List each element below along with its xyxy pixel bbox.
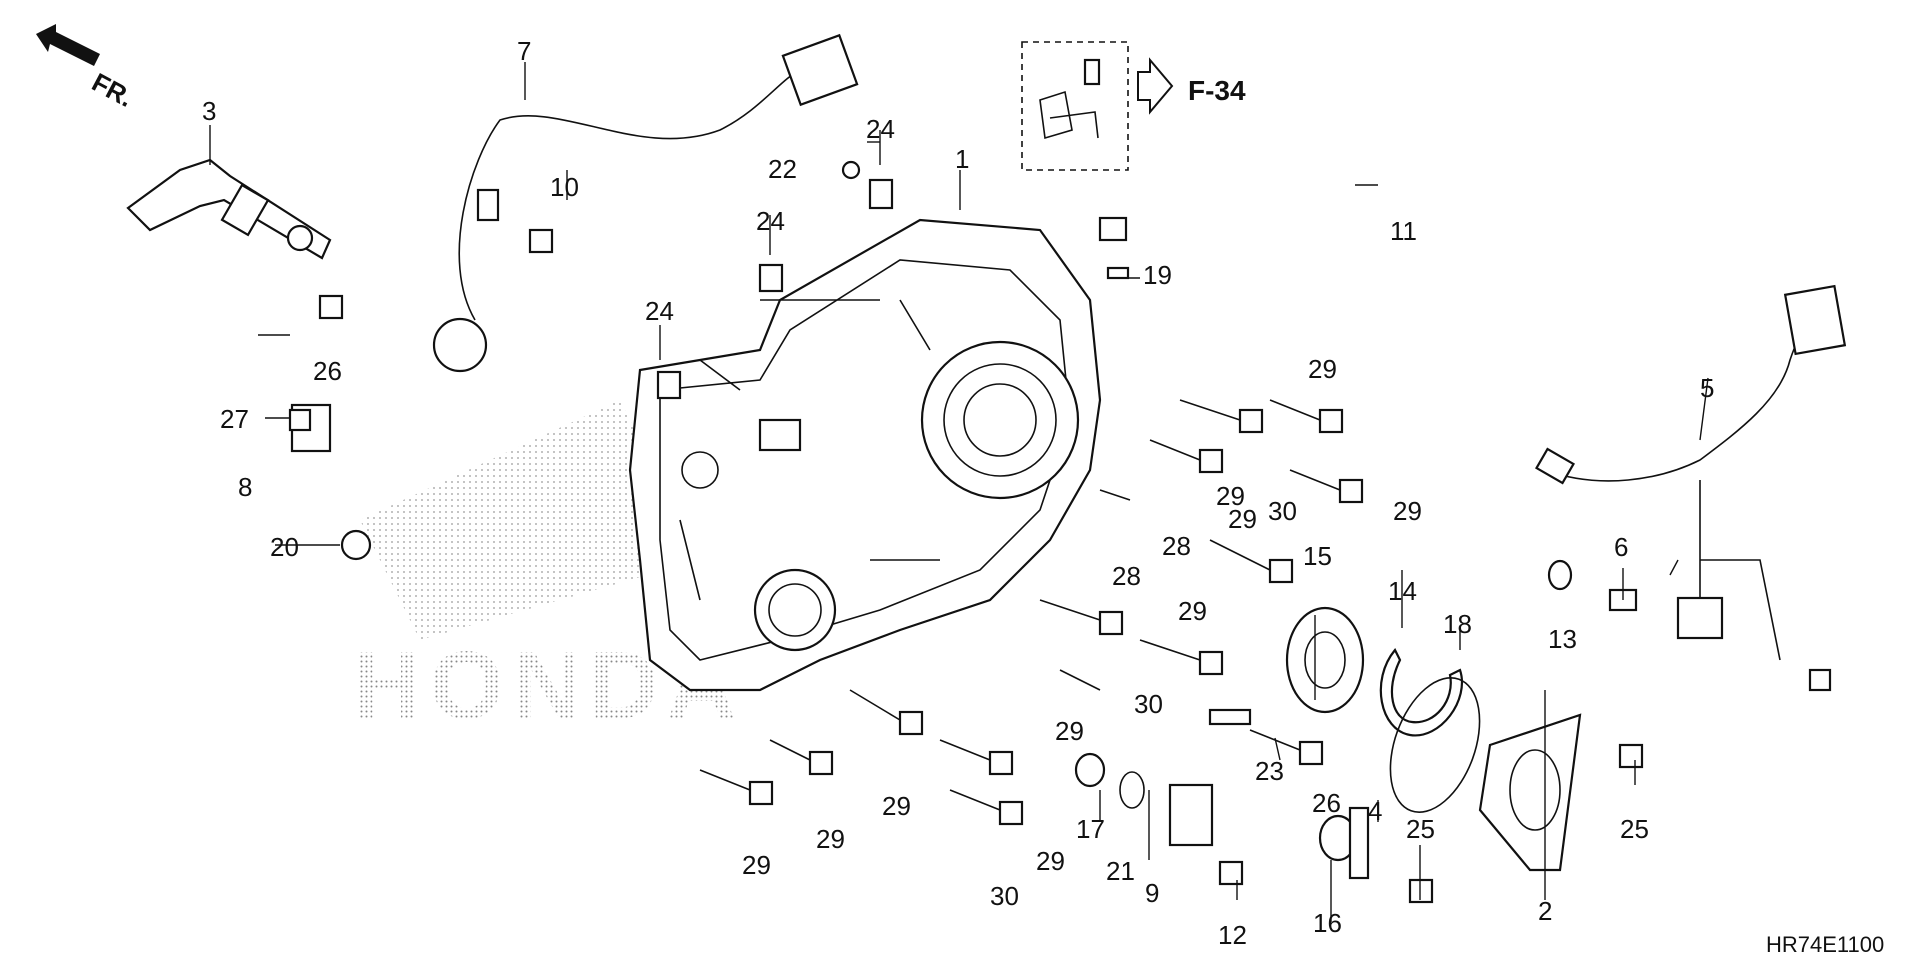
callout-28b: 28: [1112, 561, 1141, 591]
cross-reference-label: F-34: [1188, 75, 1246, 106]
callout-26a: 26: [313, 356, 342, 386]
callout-30a: 30: [1268, 496, 1297, 526]
callout-labels: 1 2 3 4 5 6 7 8 9 10 11 12 13 14 15 16 1…: [202, 36, 1714, 950]
callout-27: 27: [220, 404, 249, 434]
callout-22: 22: [768, 154, 797, 184]
callout-21: 21: [1106, 856, 1135, 886]
callout-26b: 26: [1312, 788, 1341, 818]
callout-29d: 29: [1178, 596, 1207, 626]
callout-11: 11: [1390, 216, 1417, 246]
callout-29g: 29: [816, 824, 845, 854]
callout-12: 12: [1218, 920, 1247, 950]
diagram-code: HR74E1100: [1766, 932, 1884, 957]
callout-9: 9: [1145, 878, 1159, 908]
callout-24b: 24: [756, 206, 785, 236]
callout-17: 17: [1076, 814, 1105, 844]
callout-30c: 30: [990, 881, 1019, 911]
callout-23: 23: [1255, 756, 1284, 786]
callout-29a: 29: [1308, 354, 1337, 384]
callout-29f: 29: [882, 791, 911, 821]
bearing-and-rings: [340, 160, 1582, 872]
callout-15: 15: [1303, 541, 1332, 571]
callout-1: 1: [955, 144, 969, 174]
callout-24a: 24: [866, 114, 895, 144]
watermark: HONDA: [352, 400, 736, 739]
front-direction-label: FR.: [87, 67, 138, 113]
callout-20: 20: [270, 532, 299, 562]
callout-6: 6: [1614, 532, 1628, 562]
callout-30b: 30: [1134, 689, 1163, 719]
rear-crankcase-cover: [628, 218, 1102, 692]
callout-5: 5: [1700, 373, 1714, 403]
front-arrow-icon: [36, 24, 100, 66]
callout-29c: 29: [1393, 496, 1422, 526]
callout-8: 8: [238, 472, 252, 502]
callout-25b: 25: [1620, 814, 1649, 844]
callout-16: 16: [1313, 908, 1342, 938]
callout-7: 7: [517, 36, 531, 66]
flange-bolts: [699, 399, 1341, 811]
cross-reference-f34[interactable]: F-34: [1021, 41, 1246, 171]
gearshift-spindle: [126, 158, 332, 260]
callout-13: 13: [1548, 624, 1577, 654]
callout-29h: 29: [742, 850, 771, 880]
wire-harness-right: [1535, 284, 1847, 661]
front-direction-indicator: FR.: [36, 24, 138, 113]
callout-28a: 28: [1162, 531, 1191, 561]
callout-4: 4: [1368, 796, 1382, 826]
callout-3: 3: [202, 96, 216, 126]
callout-10: 10: [550, 172, 579, 202]
callout-29b: 29: [1216, 481, 1245, 511]
reference-arrow-icon: [1137, 57, 1174, 115]
callout-2: 2: [1538, 896, 1552, 926]
leader-lines: [209, 62, 1709, 922]
callout-29e: 29: [1055, 716, 1084, 746]
bolt-heads: [318, 228, 1644, 904]
callout-25a: 25: [1406, 814, 1435, 844]
callout-29i: 29: [1036, 846, 1065, 876]
callout-18: 18: [1443, 609, 1472, 639]
callout-14: 14: [1388, 576, 1417, 606]
callout-19: 19: [1143, 260, 1172, 290]
wire-harness-sensor: [432, 33, 859, 373]
callout-29j: 29: [1228, 504, 1257, 534]
callout-24c: 24: [645, 296, 674, 326]
